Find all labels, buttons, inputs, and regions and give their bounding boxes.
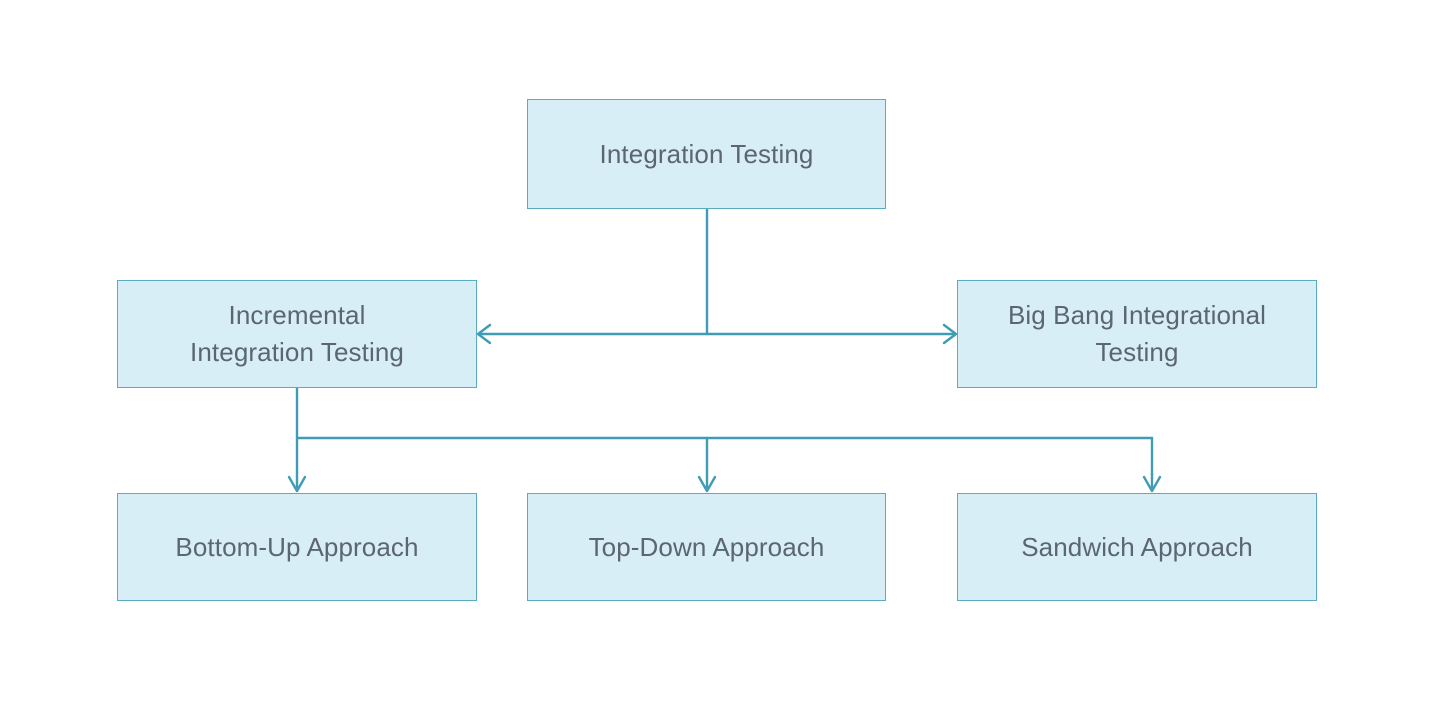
node-label-big-bang-integrational-testing: Big Bang Integrational Testing [1007,300,1267,367]
arrowhead-down-bottom-up [287,475,307,493]
node-label-integration-testing: Integration Testing [599,138,814,169]
node-top-down-approach[interactable]: Top-Down Approach [527,493,886,601]
arrowhead-right-big-bang [942,323,958,345]
node-big-bang-integrational-testing[interactable]: Big Bang Integrational Testing [957,280,1317,388]
node-incremental-integration-testing[interactable]: Incremental Integration Testing [117,280,477,388]
node-label-sandwich-approach: Sandwich Approach [1021,531,1253,562]
arrowhead-down-sandwich [1142,475,1162,493]
node-integration-testing[interactable]: Integration Testing [527,99,886,209]
arrowhead-left-incremental [476,323,492,345]
node-sandwich-approach[interactable]: Sandwich Approach [957,493,1317,601]
node-bottom-up-approach[interactable]: Bottom-Up Approach [117,493,477,601]
arrowhead-down-top-down [697,475,717,493]
node-label-incremental-integration-testing: Incremental Integration Testing [190,300,404,367]
node-label-top-down-approach: Top-Down Approach [588,531,825,562]
node-label-bottom-up-approach: Bottom-Up Approach [175,531,419,562]
